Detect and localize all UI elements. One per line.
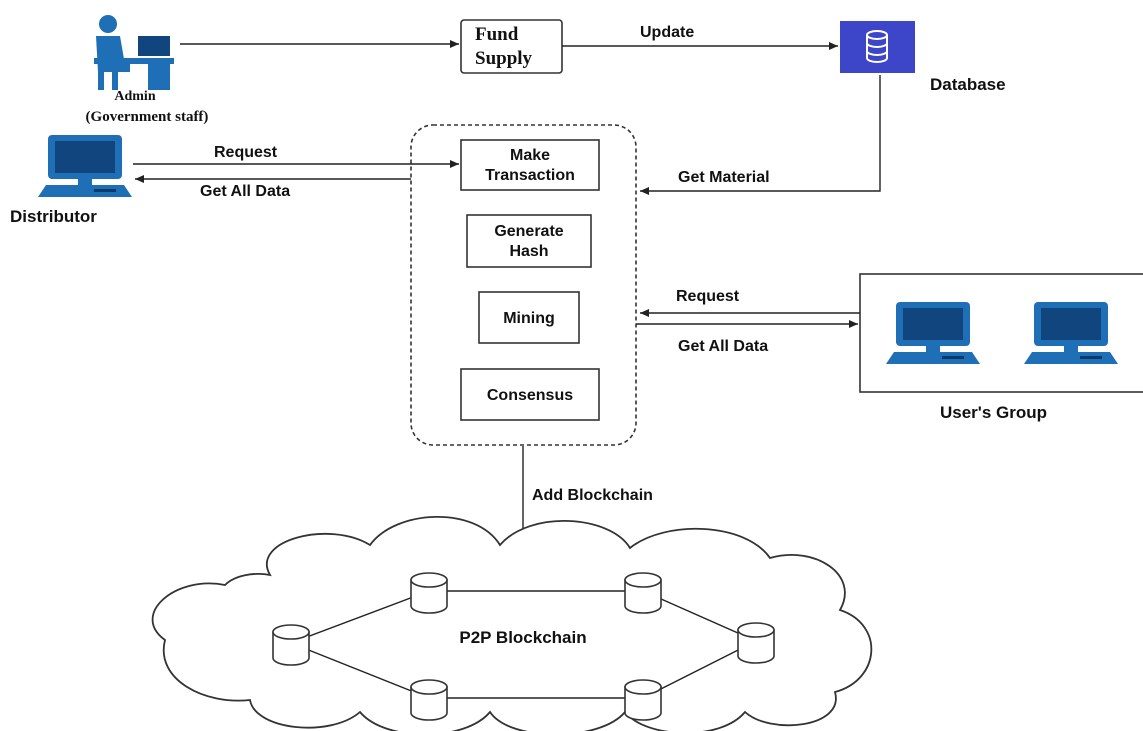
distributor-computer-icon: [38, 135, 132, 197]
user-computer-icon: [886, 302, 980, 364]
fund-supply-line2: Supply: [475, 48, 533, 69]
mining-box: [478, 291, 580, 344]
p2p-node-icon: [737, 622, 775, 664]
users-group-label: User's Group: [940, 403, 1047, 422]
p2p-blockchain-label: P2P Blockchain: [459, 628, 586, 647]
edge-database-get-material: [640, 75, 881, 195]
generate-hash-line1: Generate: [494, 223, 563, 240]
mining-label: Mining: [503, 310, 555, 327]
p2p-node-icon: [272, 624, 310, 666]
user-computer-icon: [1024, 302, 1118, 364]
p2p-ring-connections: [290, 590, 757, 699]
admin-name: Admin: [114, 89, 155, 104]
p2p-cloud: [151, 515, 873, 731]
edge-get-all-data-distributor-label: Get All Data: [200, 183, 290, 200]
p2p-node-icon: [410, 572, 448, 614]
make-transaction-box: [460, 139, 600, 191]
p2p-node-icon: [624, 679, 662, 721]
admin-desk-icon: [94, 15, 174, 90]
database-label: Database: [930, 75, 1006, 94]
fund-supply-line1: Fund: [475, 24, 519, 45]
database-icon: [840, 21, 915, 73]
generate-hash-box: [466, 214, 592, 268]
make-transaction-line2: Transaction: [485, 167, 575, 184]
admin-role: (Government staff): [86, 109, 209, 125]
edge-request-distributor-label: Request: [214, 144, 278, 161]
consensus-label: Consensus: [487, 387, 573, 404]
edge-get-all-data-users-label: Get All Data: [678, 338, 768, 355]
consensus-box: [460, 368, 600, 421]
p2p-node-icon: [624, 572, 662, 614]
p2p-node-icon: [410, 679, 448, 721]
edge-request-users-label: Request: [676, 288, 740, 305]
process-group-dashed-box: [410, 124, 637, 446]
make-transaction-line1: Make: [510, 147, 550, 164]
distributor-label: Distributor: [10, 207, 97, 226]
edge-add-blockchain-label: Add Blockchain: [532, 487, 653, 504]
generate-hash-line2: Hash: [509, 243, 548, 260]
edge-update-label: Update: [640, 24, 694, 41]
edge-get-material-label: Get Material: [678, 169, 770, 186]
